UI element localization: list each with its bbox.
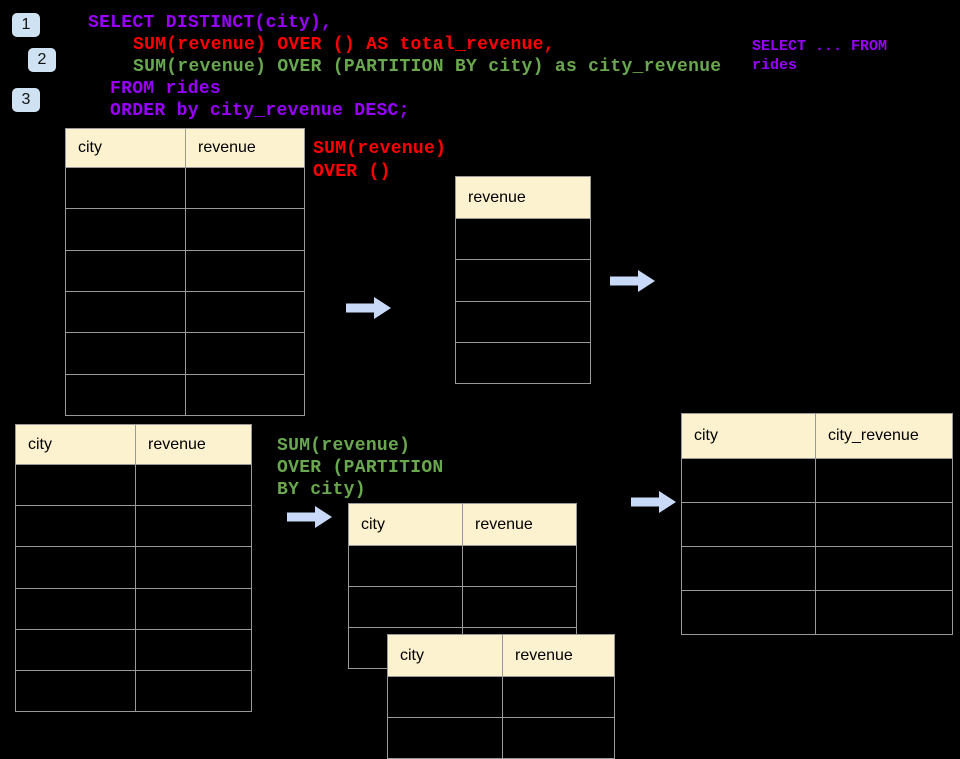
empty-table-row [66, 168, 304, 210]
empty-table-row [456, 260, 590, 302]
empty-table-row [456, 219, 590, 261]
partition-overlay-table: city revenue [387, 634, 615, 759]
column-header-revenue: revenue [148, 435, 206, 453]
right-arrow-icon [287, 506, 332, 528]
empty-table-row [16, 629, 251, 671]
step-badge-2: 2 [28, 48, 56, 72]
empty-table-row [66, 209, 304, 251]
partition-step-table: city revenue [348, 503, 577, 669]
sql-line-select: SELECT DISTINCT(city), [88, 13, 333, 33]
column-header-revenue: revenue [475, 515, 533, 533]
column-header-city: city [349, 504, 463, 545]
empty-table-row [16, 506, 251, 548]
source-table-top: city revenue [65, 128, 305, 416]
empty-table-row [349, 587, 576, 628]
column-header-city: city [388, 635, 503, 676]
step-badge-1: 1 [12, 13, 40, 37]
table-header-row: city revenue [349, 504, 576, 546]
table-header-row: city revenue [16, 425, 251, 465]
sql-line-from: FROM rides [110, 79, 222, 99]
empty-table-row [456, 343, 590, 383]
empty-table-row [682, 503, 952, 547]
empty-table-row [66, 374, 304, 415]
partition-annotation-line2: OVER (PARTITION [277, 458, 444, 478]
column-header-city-revenue: city_revenue [828, 427, 919, 444]
column-header-revenue: revenue [198, 139, 256, 156]
empty-table-row [16, 465, 251, 507]
empty-table-row [66, 291, 304, 334]
side-snippet-line1: SELECT ... FROM [752, 38, 888, 55]
column-header-city: city [16, 425, 136, 464]
total-revenue-annotation-line2: OVER () [313, 162, 391, 182]
empty-table-row [456, 302, 590, 343]
source-table-bottom: city revenue [15, 424, 252, 712]
right-arrow-icon [346, 297, 391, 319]
step-badge-3: 3 [12, 88, 40, 112]
empty-table-row [682, 591, 952, 634]
partition-annotation-line1: SUM(revenue) [277, 436, 411, 456]
total-revenue-annotation-line1: SUM(revenue) [313, 139, 447, 159]
empty-table-row [66, 250, 304, 292]
empty-table-row [66, 333, 304, 375]
column-header-revenue: revenue [468, 188, 526, 206]
table-header-row: city city_revenue [682, 414, 952, 459]
empty-table-row [388, 718, 614, 758]
city-revenue-result-table: city city_revenue [681, 413, 953, 635]
side-snippet-line2: rides [752, 57, 798, 74]
slide-canvas: { "colors": { "background": "#000000", "… [12, 13, 953, 759]
empty-table-row [16, 670, 251, 712]
empty-table-row [16, 588, 251, 630]
empty-table-row [682, 547, 952, 591]
empty-table-row [349, 546, 576, 587]
total-revenue-result-table: revenue [455, 176, 591, 384]
column-header-revenue: revenue [515, 646, 573, 664]
empty-table-row [682, 459, 952, 503]
right-arrow-icon [631, 491, 676, 513]
empty-table-row [16, 547, 251, 589]
empty-table-row [388, 677, 614, 718]
table-header-row: revenue [456, 177, 590, 219]
column-header-city: city [66, 129, 186, 167]
partition-annotation-line3: BY city) [277, 480, 366, 500]
table-header-row: city revenue [388, 635, 614, 677]
sql-line-order: ORDER by city_revenue DESC; [110, 101, 410, 121]
column-header-city: city [682, 414, 816, 458]
table-header-row: city revenue [66, 129, 304, 168]
sql-line-total: SUM(revenue) OVER () AS total_revenue, [133, 35, 555, 55]
right-arrow-icon [610, 270, 655, 292]
sql-line-partition: SUM(revenue) OVER (PARTITION BY city) as… [133, 57, 722, 77]
